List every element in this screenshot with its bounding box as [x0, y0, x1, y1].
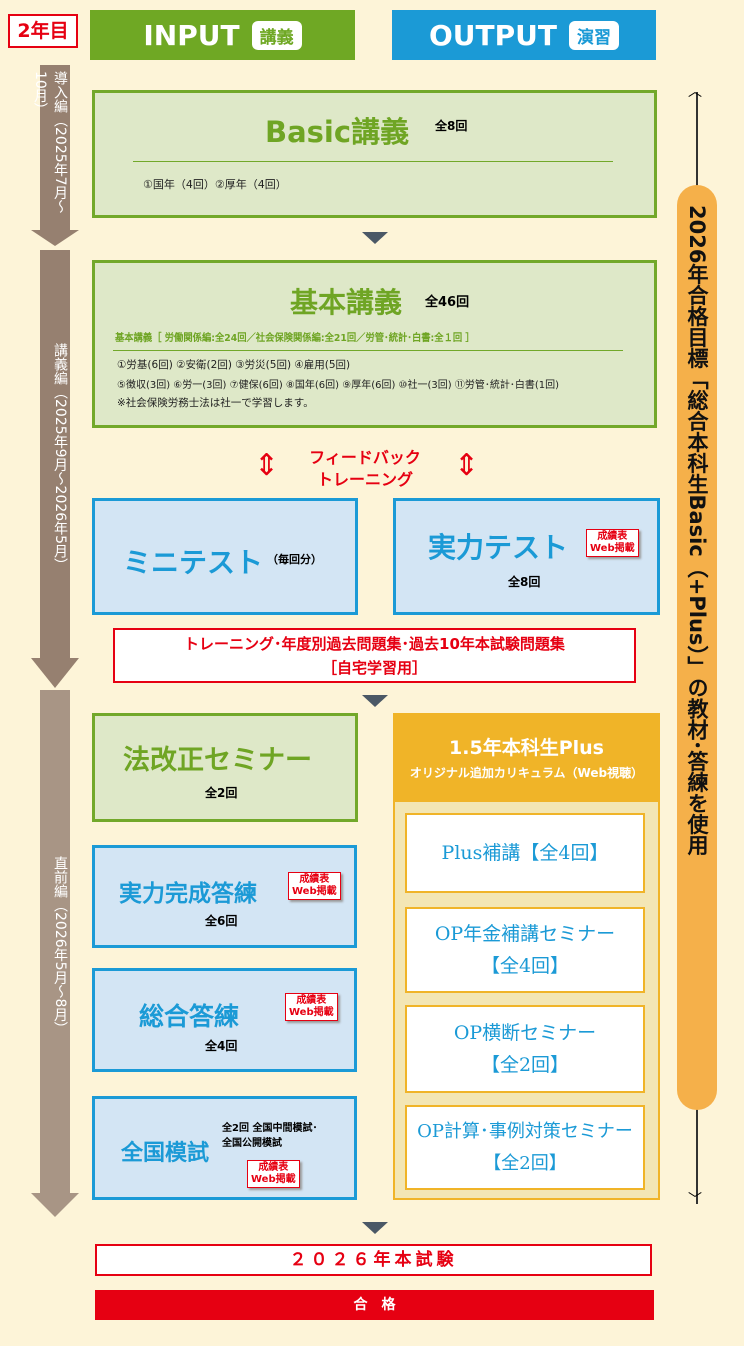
down-arrow-icon [362, 232, 388, 244]
training-line1: トレーニング･年度別過去問題集･過去10年本試験問題集 [184, 635, 565, 653]
arrow-down-icon: ﹀ [688, 1192, 702, 1208]
hokaisei-title: 法改正セミナー [123, 745, 312, 776]
web-badge-line2: Web掲載 [251, 1174, 296, 1185]
double-arrow-icon: ⇕ [454, 448, 480, 483]
exam-box: ２０２６年本試験 [95, 1244, 652, 1276]
plus-item-line1: OP年金補講セミナー [434, 923, 616, 945]
side-label: 2026年合格目標「総合本科生Basic（+Plus）」の教材･答練を使用 [677, 185, 717, 1110]
basic-count: 全8回 [435, 119, 468, 133]
feedback-label: フィードバックトレーニング [290, 447, 440, 491]
plus-item: OP年金補講セミナー【全4回】 [405, 907, 645, 993]
plus-item-line1: OP横断セミナー [453, 1022, 597, 1044]
pass-box: 合 格 [95, 1290, 654, 1320]
kihon-note: ※社会保険労務士法は社一で学習します。 [117, 397, 314, 409]
training-box: トレーニング･年度別過去問題集･過去10年本試験問題集 ［自宅学習用］ [113, 628, 636, 683]
web-badge-line1: 成績表 [296, 995, 327, 1006]
phase-arrow-final: 直前編（2026年5月～8月） [40, 690, 70, 1195]
kihon-lecture-box: 基本講義 全46回 基本講義［ 労働関係編:全24回／社会保険関係編:全21回／… [92, 260, 657, 428]
basic-lecture-box: Basic講義 全8回 ①国年（4回）②厚年（4回） [92, 90, 657, 218]
down-arrow-icon [362, 1222, 388, 1234]
arrow-up-icon: ︿ [688, 84, 702, 100]
training-line2: ［自宅学習用］ [321, 659, 427, 677]
feedback-line1: フィードバック [309, 448, 421, 467]
phase-arrow-intro: 導入編（2025年7月～10月） [32, 65, 70, 230]
divider [133, 161, 613, 162]
zenkoku-line1: 全2回 全国中間模試･ [222, 1123, 318, 1134]
zenkoku-title: 全国模試 [121, 1141, 210, 1166]
sogo-title: 総合答練 [139, 1002, 240, 1031]
web-badge-line2: Web掲載 [289, 1007, 334, 1018]
sogo-count: 全4回 [205, 1039, 238, 1053]
web-badge-line1: 成績表 [597, 531, 628, 542]
plus-item: OP横断セミナー【全2回】 [405, 1005, 645, 1093]
phase-arrow-lecture: 講義編（2025年9月～2026年5月） [40, 250, 70, 660]
plus-item-line2: 【全4回】 [480, 955, 570, 977]
plus-item: Plus補講【全4回】 [405, 813, 645, 893]
web-badge-line1: 成績表 [258, 1162, 289, 1173]
plus-item-line1: OP計算･事例対策セミナー [417, 1120, 633, 1142]
double-arrow-icon: ⇕ [254, 448, 280, 483]
plus-item-line1: Plus補講【全4回】 [441, 842, 609, 864]
kihon-line2: ⑤徴収(3回) ⑥労一(3回) ⑦健保(6回) ⑧国年(6回) ⑨厚年(6回) … [117, 380, 560, 391]
mini-title: ミニテスト [123, 546, 264, 579]
zenkoku-note: 全2回 全国中間模試･ 全国公開模試 [222, 1121, 317, 1151]
arrow-head-icon [31, 658, 79, 688]
basic-title: Basic講義 [265, 115, 410, 149]
zenkoku-line2: 全国公開模試 [222, 1138, 282, 1149]
plus-subtitle: オリジナル追加カリキュラム（Web視聴） [409, 766, 644, 780]
kihon-sub: 基本講義［ 労働関係編:全24回／社会保険関係編:全21回／労管･統計･白書:全… [115, 333, 475, 344]
arrow-head-icon [31, 1193, 79, 1217]
down-arrow-icon [362, 695, 388, 707]
plus-item: OP計算･事例対策セミナー【全2回】 [405, 1105, 645, 1190]
mini-test-box: ミニテスト （毎回分） [92, 498, 358, 615]
input-banner: INPUT 講義 [90, 10, 355, 60]
hokaisei-box: 法改正セミナー 全2回 [92, 713, 358, 822]
web-badge-line2: Web掲載 [590, 543, 635, 554]
output-banner: OUTPUT 演習 [392, 10, 656, 60]
arrow-head-icon [31, 230, 79, 246]
kansei-count: 全6回 [205, 914, 238, 928]
kansei-title: 実力完成答練 [119, 881, 257, 907]
divider [113, 350, 623, 351]
plus-title: 1.5年本科生Plus [449, 737, 604, 759]
input-label: INPUT [143, 18, 240, 52]
output-label: OUTPUT [429, 18, 557, 52]
basic-items: ①国年（4回）②厚年（4回） [143, 178, 287, 191]
kihon-line1: ①労基(6回) ②安衛(2回) ③労災(5回) ④雇用(5回) [117, 359, 351, 371]
web-badge-line1: 成績表 [299, 874, 330, 885]
output-tag: 演習 [569, 20, 619, 50]
input-tag: 講義 [251, 20, 302, 50]
plus-item-line2: 【全2回】 [480, 1054, 570, 1076]
feedback-line2: トレーニング [316, 470, 413, 489]
hokaisei-count: 全2回 [205, 786, 238, 800]
plus-item-line2: 【全2回】 [483, 1152, 567, 1174]
plus-header: 1.5年本科生Plus オリジナル追加カリキュラム（Web視聴） [395, 715, 658, 802]
jitsuryoku-count: 全8回 [508, 575, 541, 589]
kihon-count: 全46回 [425, 295, 470, 310]
year-badge: 2年目 [8, 14, 78, 48]
web-badge-line2: Web掲載 [292, 886, 337, 897]
jitsuryoku-title: 実力テスト [428, 531, 569, 564]
mini-note: （毎回分） [267, 553, 322, 566]
kihon-title: 基本講義 [290, 286, 403, 319]
